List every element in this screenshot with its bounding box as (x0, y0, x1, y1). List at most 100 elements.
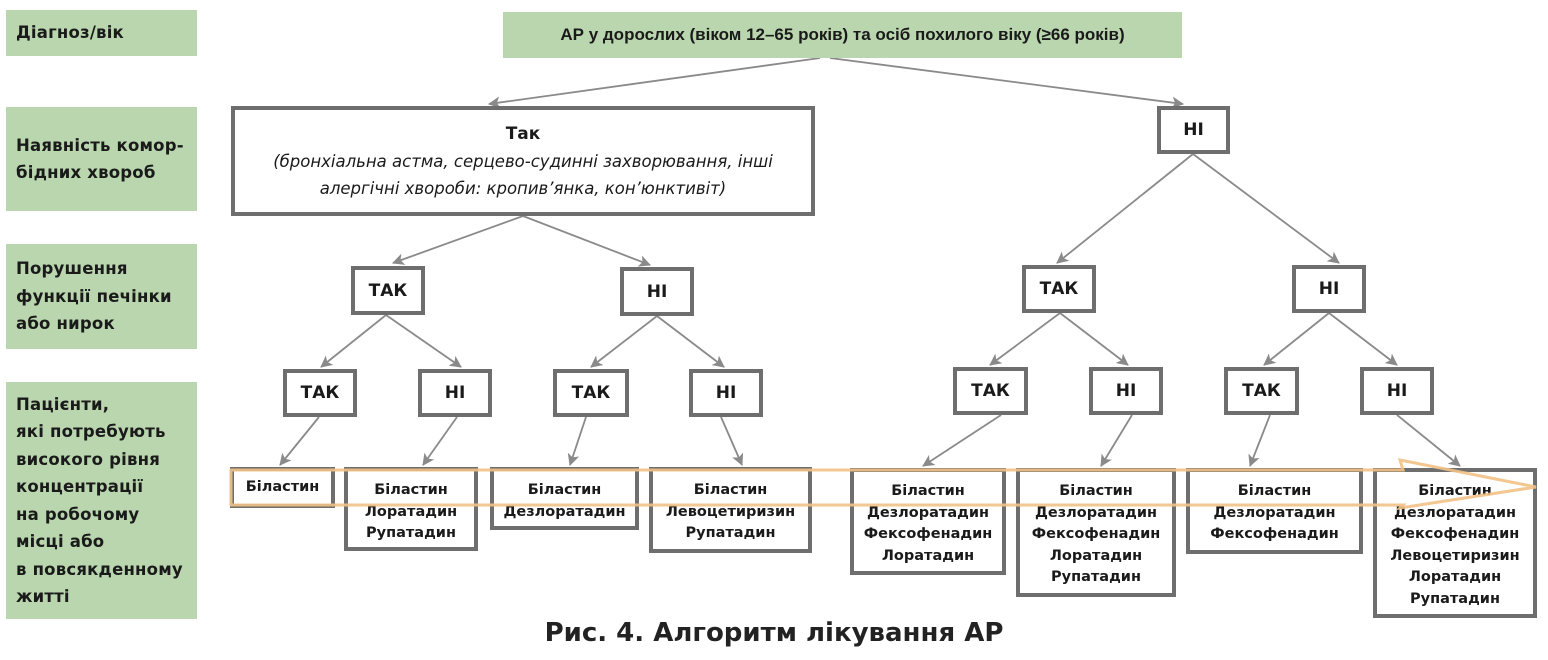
node-concentration-yes-2: ТАК (553, 369, 629, 417)
node-label: НІ (715, 383, 737, 403)
drug-name: Біластин (527, 482, 602, 498)
root-node-diagnosis: АР у дорослих (віком 12–65 років) та осі… (503, 12, 1182, 58)
row-label-line: які потребують (16, 422, 166, 441)
node-label: НІ (1115, 381, 1137, 401)
row-label-concentration: Пацієнти, які потребують високого рівня … (6, 382, 197, 619)
row-label-comorbidities: Наявність комор- бідних хвороб (6, 107, 197, 211)
row-label-line: житті (16, 587, 70, 606)
node-label: ТАК (300, 383, 340, 403)
row-label-line: Пацієнти, (16, 394, 110, 414)
drug-name: Рупатадин (1410, 590, 1500, 607)
connector-arrow (1056, 153, 1194, 264)
connector-arrow (989, 312, 1061, 366)
drug-name: Дезлоратадин (503, 503, 626, 520)
connector-arrow (922, 414, 1002, 467)
node-label: НІ (1318, 279, 1340, 299)
node-details-line: (бронхіальна астма, серцево-судинні захв… (273, 152, 773, 171)
drug-name: Левоцетиризин (665, 503, 796, 520)
node-concentration-yes-1: ТАК (283, 369, 357, 417)
connector-arrow (488, 57, 821, 109)
row-label-diagnosis: Діагноз/вік (6, 10, 197, 56)
node-concentration-no-4: НІ (1360, 367, 1434, 415)
drug-name: Фексофенадин (1210, 526, 1339, 542)
drug-name: Біластин (891, 483, 965, 499)
node-label: ТАК (368, 280, 408, 301)
connector-arrow (829, 57, 1184, 109)
drug-name: Дезлоратадин (1394, 504, 1516, 521)
root-node-text: АР у дорослих (віком 12–65 років) та осі… (560, 25, 1125, 44)
connector-arrow (1192, 153, 1340, 264)
drug-name: Левоцетиризин (1390, 547, 1520, 564)
leaf-drugs-2: Біластин Лоратадин Рупатадин (344, 467, 478, 551)
drug-name: Рупатадин (685, 525, 776, 541)
connector-arrow (1263, 312, 1330, 366)
drug-name: Дезлоратадин (867, 504, 989, 521)
leaf-drugs-6: Біластин Дезлоратадин Фексофенадин Лорат… (1016, 468, 1176, 597)
node-concentration-no-1: НІ (418, 369, 492, 417)
node-concentration-no-3: НІ (1089, 367, 1163, 415)
node-label: Так (505, 124, 541, 144)
leaf-drugs-5: Біластин Дезлоратадин Фексофенадин Лорат… (850, 468, 1006, 575)
drug-name: Біластин (693, 482, 768, 498)
drug-name: Лоратадин (364, 503, 458, 520)
connector-arrow (1248, 414, 1271, 467)
leaf-drugs-1: Біластин (230, 467, 335, 508)
drug-name: Фексофенадин (863, 526, 993, 542)
node-liver-yes-2: ТАК (1022, 265, 1096, 313)
leaf-drugs-8: Біластин Дезлоратадин Фексофенадин Левоц… (1373, 468, 1537, 618)
row-label-line: місці або (16, 532, 105, 551)
node-comorbid-no: НІ (1157, 106, 1230, 154)
row-label-line: Наявність комор- (16, 135, 184, 155)
drug-name: Фексофенадин (1390, 526, 1520, 542)
node-label: НІ (1386, 381, 1408, 401)
connector-arrow (720, 416, 744, 466)
connector-arrow (1059, 312, 1129, 366)
drug-name: Дезлоратадин (1035, 504, 1157, 521)
connector-arrow (656, 315, 725, 368)
node-comorbid-yes: Так (бронхіальна астма, серцево-судинні … (231, 106, 815, 216)
connector-arrow (392, 215, 524, 265)
node-label: ТАК (571, 383, 611, 403)
leaf-drugs-3: Біластин Дезлоратадин (490, 467, 639, 530)
connector-arrow (385, 314, 462, 368)
node-concentration-yes-3: ТАК (953, 367, 1028, 415)
drug-name: Біластин (1418, 483, 1492, 499)
row-label-line: бідних хвороб (16, 163, 156, 182)
figure-caption: Рис. 4. Алгоритм лікування АР (544, 618, 1004, 648)
row-label-line: на робочому (16, 504, 140, 524)
row-label-line: високого рівня (16, 449, 161, 469)
drug-name: Біластин (1237, 483, 1312, 499)
node-concentration-yes-4: ТАК (1224, 367, 1299, 415)
connector-arrow (522, 215, 651, 267)
row-label-line: функції печінки (16, 286, 172, 306)
drug-name: Фексофенадин (1031, 526, 1161, 542)
connector-arrow (422, 416, 458, 466)
row-label-line: в повсякденному (16, 559, 183, 579)
drug-name: Біластин (1059, 483, 1133, 499)
node-label: ТАК (1039, 279, 1079, 299)
node-liver-yes-1: ТАК (351, 266, 425, 315)
drug-name: Біластин (374, 482, 448, 498)
connector-arrow (1396, 414, 1461, 467)
node-label: ТАК (1242, 381, 1281, 401)
node-details-line: алергічні хвороби: кропив’янка, кон’юнкт… (319, 179, 727, 198)
connector-arrow (1100, 414, 1133, 467)
node-concentration-no-2: НІ (689, 369, 763, 417)
node-label: НІ (646, 281, 668, 302)
node-label: НІ (444, 383, 466, 403)
row-label-text: Діагноз/вік (16, 23, 124, 43)
row-label-line: або нирок (16, 314, 115, 334)
drug-name: Рупатадин (366, 525, 456, 541)
drug-name: Дезлоратадин (1213, 504, 1336, 521)
drug-name: Лоратадин (1408, 569, 1502, 585)
row-label-liver-kidney: Порушення функції печінки або нирок (6, 244, 197, 349)
drug-name: Лоратадин (1049, 547, 1143, 564)
row-label-line: Порушення (16, 259, 128, 279)
node-label: НІ (1183, 120, 1204, 140)
connector-arrow (1328, 312, 1398, 366)
leaf-drugs-7: Біластин Дезлоратадин Фексофенадин (1186, 468, 1363, 554)
row-label-line: концентрації (16, 477, 144, 496)
connector-arrow (567, 416, 587, 466)
leaf-drugs-4: Біластин Левоцетиризин Рупатадин (649, 467, 812, 553)
